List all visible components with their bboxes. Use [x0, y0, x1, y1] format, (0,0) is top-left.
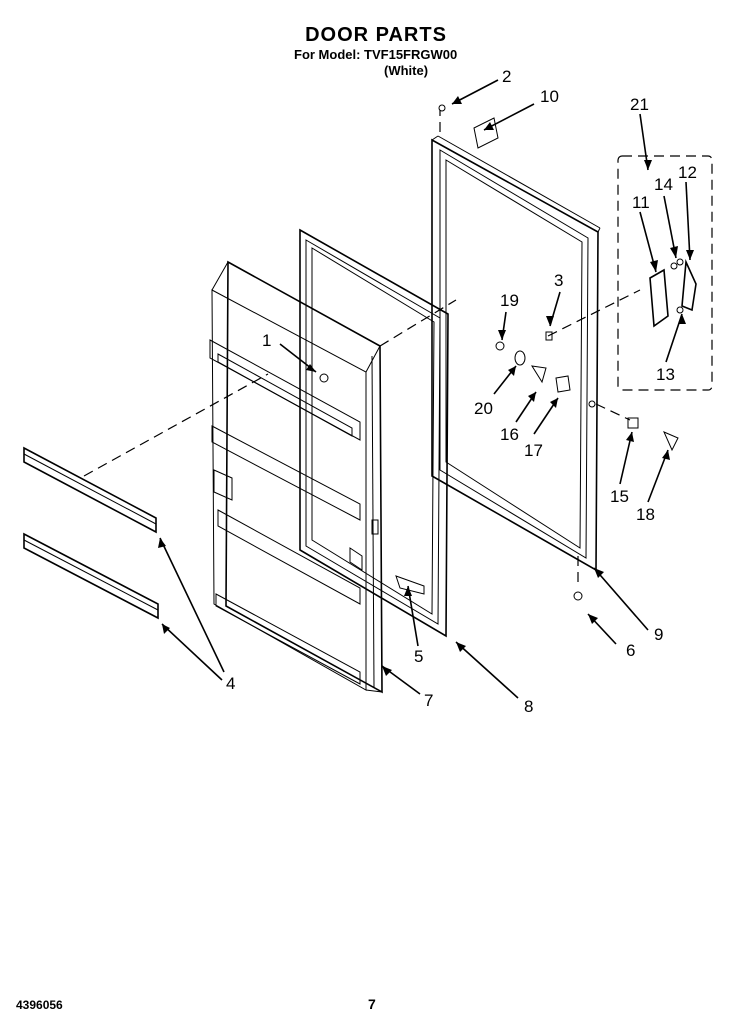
- callout-12: 12: [678, 163, 697, 182]
- callout-8: 8: [524, 697, 533, 716]
- document-number: 4396056: [16, 998, 63, 1012]
- callout-7: 7: [424, 691, 433, 710]
- door-shelf-rails: [23, 446, 159, 620]
- inner-door-liner: [209, 260, 383, 694]
- callout-19: 19: [500, 291, 519, 310]
- callout-18: 18: [636, 505, 655, 524]
- callout-16: 16: [500, 425, 519, 444]
- color-line: (White): [384, 63, 429, 78]
- door-gasket: [299, 228, 449, 638]
- callout-4: 4: [226, 674, 235, 693]
- callout-5: 5: [414, 647, 423, 666]
- callout-21: 21: [630, 95, 649, 114]
- callout-6: 6: [626, 641, 635, 660]
- model-line: For Model: TVF15FRGW00: [294, 47, 458, 62]
- callout-9: 9: [654, 625, 663, 644]
- callout-1: 1: [262, 331, 271, 350]
- leader-lines: [158, 79, 694, 699]
- callout-2: 2: [502, 67, 511, 86]
- callout-10: 10: [540, 87, 559, 106]
- callout-15: 15: [610, 487, 629, 506]
- small-hardware: [319, 104, 679, 601]
- callout-14: 14: [654, 175, 673, 194]
- page-title: DOOR PARTS: [305, 24, 447, 46]
- callout-11: 11: [632, 193, 650, 212]
- callout-13: 13: [656, 365, 675, 384]
- hinge-assembly: [649, 258, 697, 328]
- callout-20: 20: [474, 399, 493, 418]
- page-number: 7: [368, 996, 376, 1012]
- callout-3: 3: [554, 271, 563, 290]
- callout-17: 17: [524, 441, 543, 460]
